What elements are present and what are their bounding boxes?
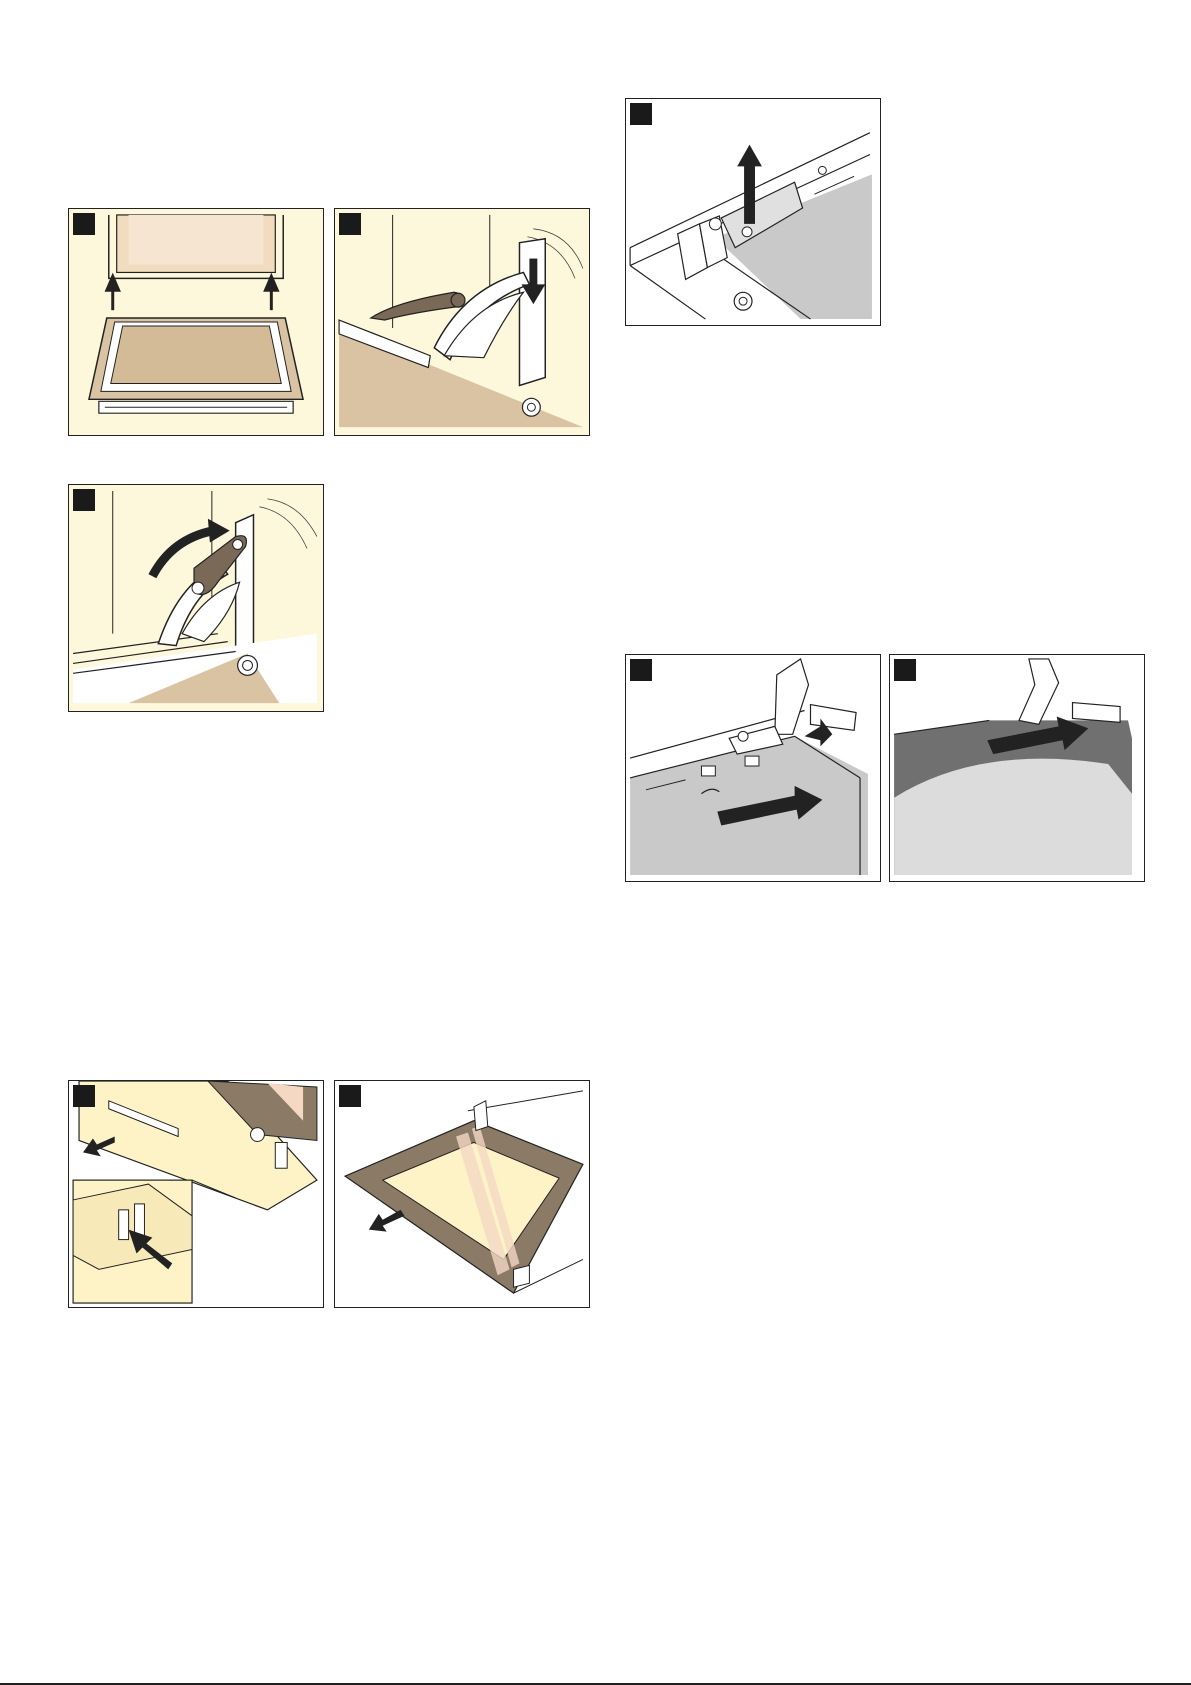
figure-hinge-lever-down	[334, 208, 590, 436]
door-pane-illustration	[335, 1081, 589, 1307]
pane-slide-illustration	[626, 655, 880, 881]
step-marker-icon	[630, 659, 652, 681]
figure-door-glass-lift	[68, 208, 324, 436]
step-marker-icon	[73, 489, 95, 511]
figure-door-pane-remove	[334, 1080, 590, 1308]
step-marker-icon	[339, 213, 361, 235]
step-marker-icon	[73, 213, 95, 235]
figure-pane-slide-in	[625, 654, 881, 882]
clip-lift-illustration	[626, 99, 880, 325]
step-marker-icon	[894, 659, 916, 681]
door-cover-illustration	[69, 1081, 323, 1307]
pane-holder-illustration	[890, 655, 1144, 881]
step-marker-icon	[73, 1085, 95, 1107]
step-marker-icon	[630, 103, 652, 125]
door-glass-illustration	[69, 209, 323, 435]
figure-pane-into-holder	[889, 654, 1145, 882]
figure-clip-lift	[625, 98, 881, 326]
hinge-lever-illustration	[335, 209, 589, 435]
figure-door-cover-pull	[68, 1080, 324, 1308]
hinge-lever-back-illustration	[69, 485, 323, 711]
step-marker-icon	[339, 1085, 361, 1107]
figure-hinge-lever-back	[68, 484, 324, 712]
